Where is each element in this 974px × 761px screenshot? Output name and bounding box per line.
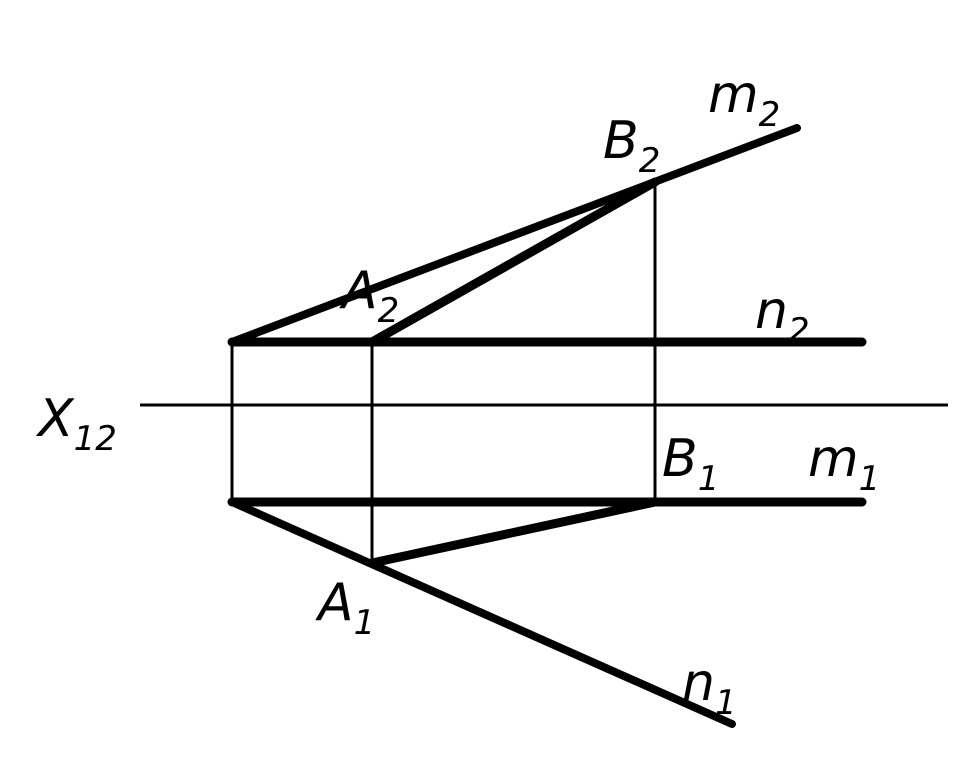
segment-a2-b2 <box>367 177 660 347</box>
label-b1: B1 <box>662 429 719 499</box>
segment-a1-b1 <box>367 497 660 568</box>
label-a2: A2 <box>339 261 399 331</box>
label-b2: B2 <box>603 111 660 181</box>
label-n1: n1 <box>682 653 737 723</box>
line-m2 <box>228 124 801 346</box>
label-x12: X12 <box>35 389 117 459</box>
line-n1 <box>228 498 736 728</box>
label-m1: m1 <box>808 429 880 499</box>
label-n2: n2 <box>755 281 810 351</box>
label-a1: A1 <box>315 573 375 643</box>
label-m2: m2 <box>708 65 780 135</box>
